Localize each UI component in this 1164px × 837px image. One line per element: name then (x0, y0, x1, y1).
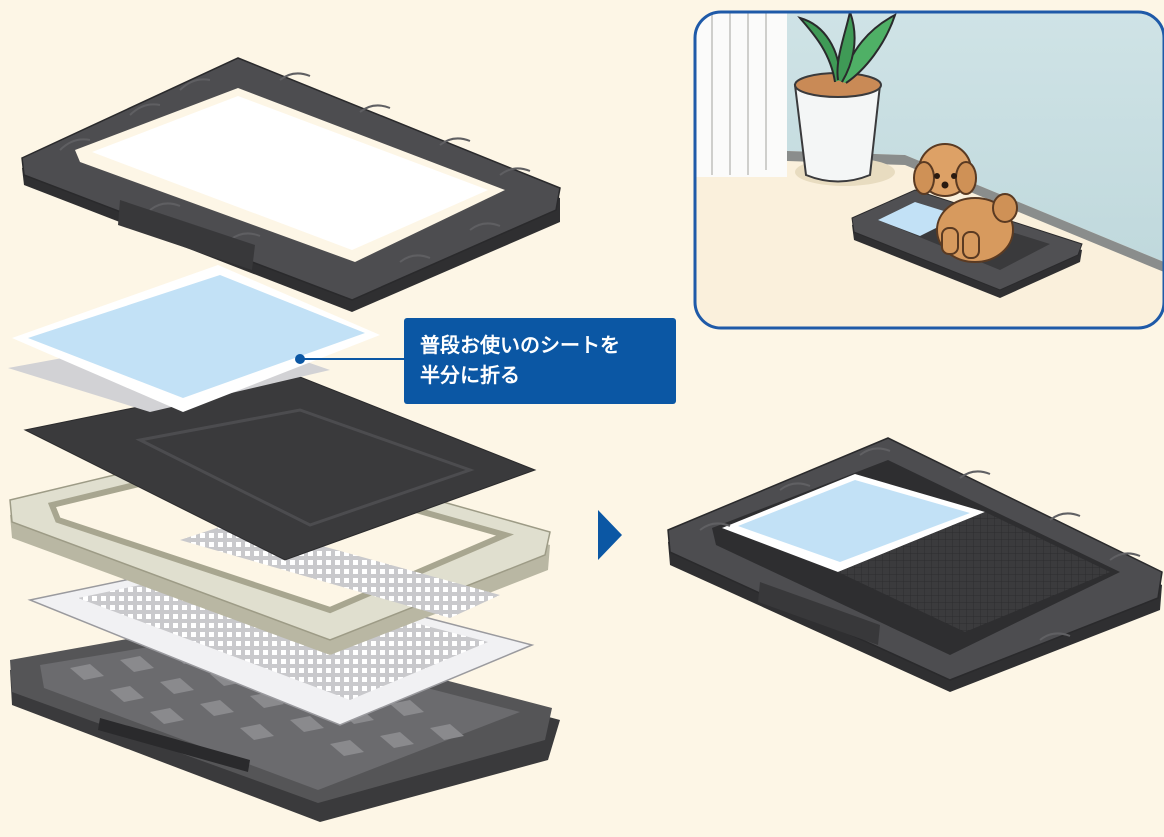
potted-plant-icon (793, 12, 897, 186)
top-frame (21, 57, 561, 312)
callout-line-2: 半分に折る (420, 363, 520, 387)
assembled-tray (667, 437, 1163, 692)
pee-sheet (8, 265, 380, 412)
base-tray (10, 622, 560, 822)
callout-line-1: 普段お使いのシートを (420, 333, 620, 357)
poodle-dog-icon (913, 143, 1018, 263)
triangle-right-icon (598, 510, 622, 560)
inset-scene (693, 10, 1164, 330)
callout-leader (295, 354, 406, 364)
instruction-callout: 普段お使いのシートを 半分に折る (404, 318, 676, 404)
curtain (695, 12, 787, 177)
